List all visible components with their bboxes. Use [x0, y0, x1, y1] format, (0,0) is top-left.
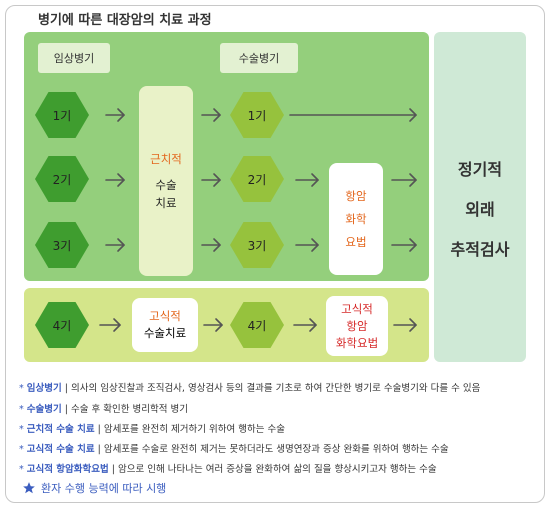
palliative-chemo-box: 고식적 항암 화학요법 — [326, 296, 388, 356]
followup-line1: 정기적 — [457, 160, 503, 179]
diagram-title: 병기에 따른 대장암의 치료 과정 — [38, 13, 212, 28]
star-note: 환자 수행 능력에 따라 시행 — [22, 480, 166, 496]
note-clinical-stage: * 임상병기 | 의사의 임상진찰과 조직검사, 영상검사 등의 결과를 기초로… — [19, 383, 481, 394]
followup-line2: 외래 — [465, 200, 495, 219]
chemotherapy-box: 항암 화학 요법 — [329, 163, 383, 275]
star-icon — [23, 482, 35, 494]
palliative-chemo-line2: 항암 — [346, 318, 368, 333]
surgical-stage-2: 2기 — [230, 156, 284, 202]
chemo-box-line3: 요법 — [345, 234, 367, 249]
chemo-box-line2: 화학 — [345, 211, 367, 226]
star-note-text: 환자 수행 능력에 따라 시행 — [41, 482, 167, 495]
palliative-surgery-line2: 수술치료 — [143, 326, 187, 340]
note-palliative-surgery: * 고식적 수술 치료 | 암세포를 수술로 완전히 제거는 못하더라도 생명연… — [19, 444, 449, 455]
clinical-stage-2: 2기 — [35, 156, 89, 202]
chemo-box-line1: 항암 — [345, 188, 367, 203]
surgical-stage-label: 수술병기 — [220, 43, 298, 73]
followup-text: 정기적 외래 추적검사 — [434, 150, 526, 270]
note-surgical-stage: * 수술병기 | 수술 후 확인한 병리학적 병기 — [19, 404, 188, 415]
curative-box-line1: 근치적 — [150, 152, 182, 166]
palliative-surgery-line1: 고식적 — [149, 309, 181, 323]
followup-line3: 추적검사 — [450, 240, 510, 259]
curative-box-line3: 치료 — [155, 196, 177, 210]
curative-box-line2: 수술 — [155, 178, 177, 192]
palliative-chemo-line3: 화학요법 — [335, 335, 379, 350]
followup-panel — [434, 32, 526, 362]
note-palliative-chemo: * 고식적 항암화학요법 | 암으로 인해 나타나는 여러 증상을 완화하여 삶… — [19, 464, 437, 475]
note-curative-surgery: * 근치적 수술 치료 | 암세포를 완전히 제거하기 위하여 행하는 수술 — [19, 424, 285, 435]
clinical-stage-label: 임상병기 — [38, 43, 110, 73]
palliative-chemo-line1: 고식적 — [341, 301, 373, 316]
curative-surgery-box: 근치적 수술 치료 — [139, 86, 193, 276]
palliative-surgery-box: 고식적 수술치료 — [132, 298, 198, 352]
